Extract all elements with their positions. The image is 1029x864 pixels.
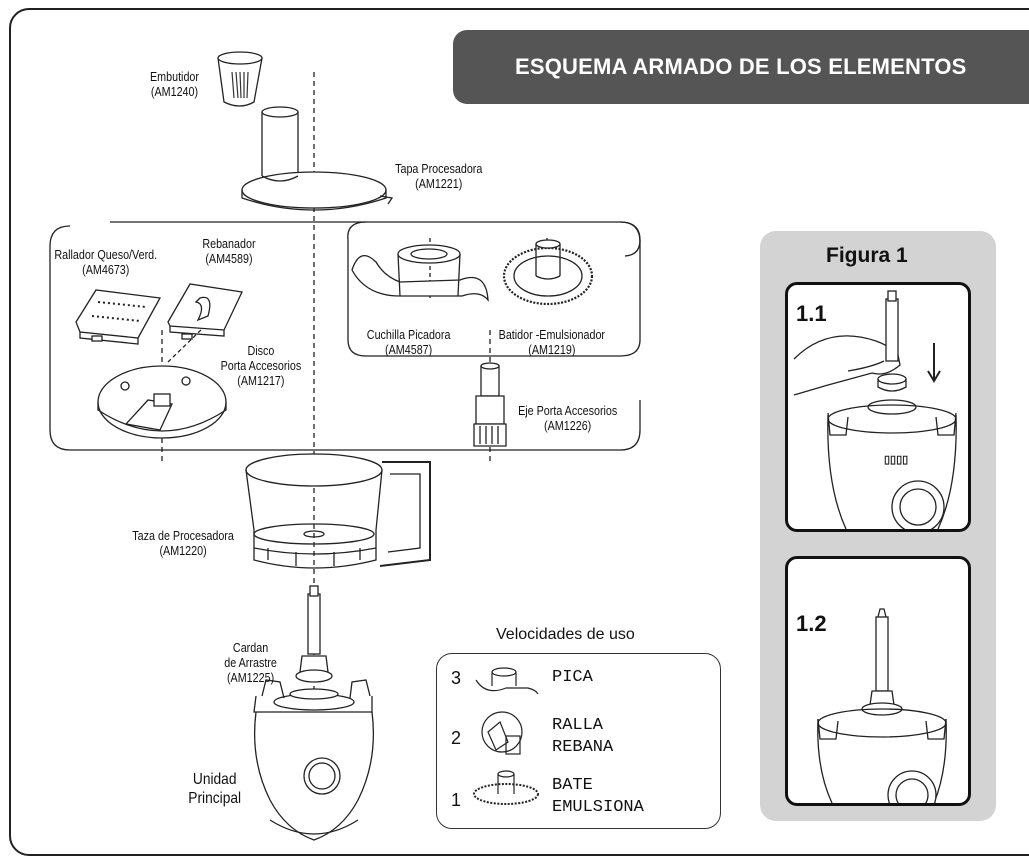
coupler-label: Cardan de Arrastre (AM1225) (224, 641, 277, 686)
bowl-code: (AM1220) (159, 544, 207, 558)
lid-part (241, 106, 394, 211)
accessory-disc-part (97, 365, 227, 439)
speed-1-number: 1 (451, 790, 462, 810)
grater-label: Rallador Queso/Verd. (AM4673) (54, 248, 157, 278)
grater-name: Rallador Queso/Verd. (54, 248, 158, 262)
speed-1-label-1: BATE (552, 776, 593, 795)
coupler-code: (AM1225) (226, 671, 275, 685)
whisk-label: Batidor -Emulsionador (AM1219) (499, 328, 605, 358)
figure-step-1-number: 1.1 (796, 301, 827, 326)
bowl-name: Taza de Procesadora (132, 529, 234, 543)
speed-icons (473, 667, 539, 805)
bowl-part (245, 453, 431, 569)
title-banner: ESQUEMA ARMADO DE LOS ELEMENTOS (453, 30, 1029, 104)
coupler-name-2: de Arrastre (224, 656, 277, 670)
bowl-label: Taza de Procesadora (AM1220) (132, 529, 234, 559)
lid-code: (AM1221) (415, 177, 463, 191)
slicer-name: Rebanador (202, 237, 256, 251)
accessories-bracket (49, 225, 641, 451)
shaft-label: Eje Porta Accesorios (AM1226) (518, 404, 617, 434)
slicer-label: Rebanador (AM4589) (202, 237, 255, 267)
whisk-icon (473, 770, 539, 805)
svg-text:▯▯▯▯: ▯▯▯▯ (884, 454, 908, 466)
main-unit-name-2: Principal (188, 790, 242, 807)
shaft-name: Eje Porta Accesorios (518, 404, 618, 418)
pusher-name: Embutidor (149, 70, 199, 84)
figure-step-2-number: 1.2 (796, 611, 827, 636)
figure-step-2-box: 1.2 (785, 556, 971, 806)
disc-code: (AM1217) (237, 374, 285, 388)
blade-label: Cuchilla Picadora (AM4587) (367, 328, 451, 358)
blade-name: Cuchilla Picadora (366, 328, 451, 342)
disc-name-1: Disco (247, 344, 275, 358)
drive-coupler-part (295, 585, 333, 683)
blades-subbracket (347, 221, 641, 357)
shaft-code: (AM1226) (544, 419, 592, 433)
figure-title: Figura 1 (826, 244, 908, 267)
speed-2-label-2: REBANA (552, 738, 614, 757)
main-unit-name-1: Unidad (192, 771, 237, 788)
lid-label: Tapa Procesadora (AM1221) (395, 162, 482, 192)
whisk-code: (AM1219) (528, 343, 576, 357)
chopping-blade-icon (475, 667, 539, 695)
step-2-illustration (817, 608, 947, 803)
slicer-plate-part (167, 283, 243, 340)
accessory-shaft-part (473, 362, 507, 447)
step-1-illustration: ▯▯▯▯ (793, 290, 957, 529)
figure-tab (792, 231, 962, 271)
chopping-blade-part (351, 244, 489, 303)
main-unit-label: Unidad Principal (188, 770, 241, 808)
pusher-code: (AM1240) (150, 85, 199, 99)
diagram-title: ESQUEMA ARMADO DE LOS ELEMENTOS (515, 54, 967, 79)
blade-code: (AM4587) (385, 343, 433, 357)
whisk-name: Batidor -Emulsionador (498, 328, 606, 342)
grater-code: (AM4673) (82, 263, 130, 277)
grater-plate-part (75, 289, 162, 345)
main-unit-part (253, 679, 375, 841)
speed-2-label-1: RALLA (552, 716, 604, 735)
whisk-disc-part (502, 239, 594, 306)
lid-name: Tapa Procesadora (395, 162, 483, 176)
speeds-panel (436, 653, 721, 829)
speed-3-number: 3 (451, 668, 462, 688)
speeds-heading: Velocidades de uso (496, 626, 635, 643)
speed-3-label: PICA (552, 668, 593, 687)
speed-1-label-2: EMULSIONA (552, 798, 644, 817)
pusher-label: Embutidor (AM1240) (150, 70, 199, 100)
slicer-code: (AM4589) (205, 252, 253, 266)
coupler-name-1: Cardan (232, 641, 269, 655)
pusher-part (217, 51, 263, 107)
speed-2-number: 2 (451, 728, 462, 748)
disc-name-2: Porta Accesorios (220, 359, 302, 373)
figure-step-1-box: 1.1 ▯▯▯▯ (785, 282, 971, 532)
diagram-frame (9, 8, 1029, 856)
disc-label: Disco Porta Accesorios (AM1217) (221, 344, 302, 389)
disc-icon (481, 711, 523, 755)
